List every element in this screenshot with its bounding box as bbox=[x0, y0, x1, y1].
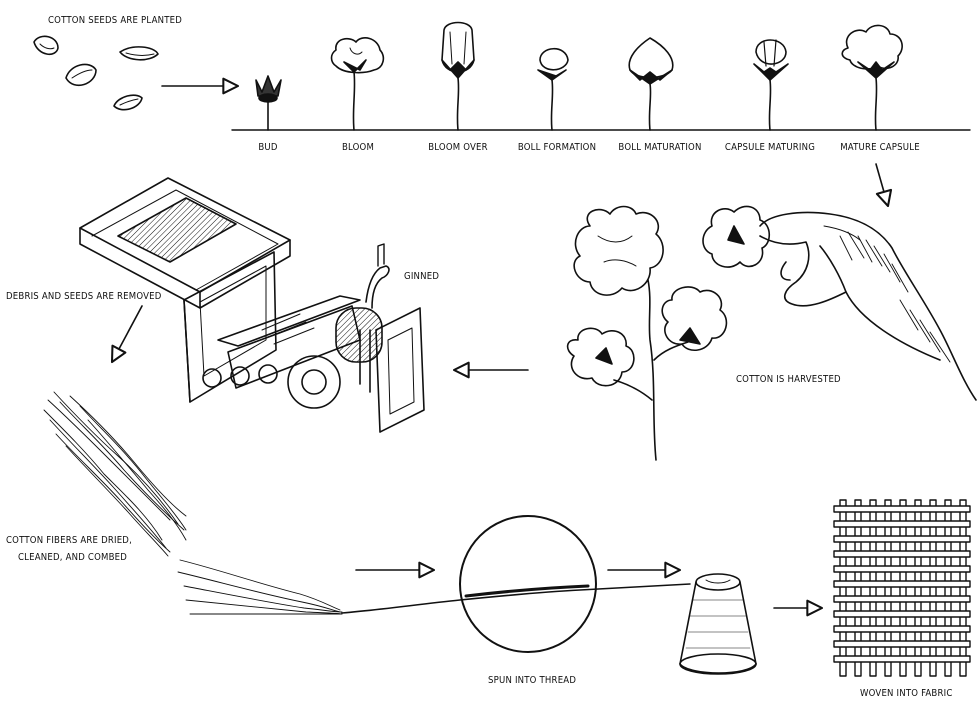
fabric-warp-thread bbox=[959, 499, 967, 677]
fabric-weft-thread bbox=[833, 580, 971, 588]
fabric-warp-thread bbox=[929, 499, 937, 677]
stage-mature-capsule-illustration bbox=[841, 24, 903, 131]
fabric-weft-thread bbox=[833, 535, 971, 543]
harvested-label: COTTON IS HARVESTED bbox=[736, 374, 841, 385]
fabric-weft-thread bbox=[833, 505, 971, 513]
twisted-yarn bbox=[464, 584, 590, 598]
harvested-cotton-plant bbox=[566, 205, 728, 461]
woven-into-fabric-label: WOVEN INTO FABRIC bbox=[860, 688, 953, 699]
stage-bloom-illustration bbox=[330, 37, 385, 131]
stage-label-mature-capsule: MATURE CAPSULE bbox=[840, 142, 920, 153]
stage-label-boll-maturation: BOLL MATURATION bbox=[618, 142, 702, 153]
fabric-warp-thread bbox=[899, 499, 907, 677]
fabric-warp-thread bbox=[869, 499, 877, 677]
fabric-warp-thread bbox=[839, 499, 847, 677]
fibers-label-line-2: CLEANED, AND COMBED bbox=[18, 552, 128, 563]
seeds-planted-label: COTTON SEEDS ARE PLANTED bbox=[48, 15, 183, 26]
fabric-weft-thread bbox=[833, 595, 971, 603]
hand-holding-boll bbox=[702, 205, 977, 401]
stage-label-capsule-maturing: CAPSULE MATURING bbox=[724, 142, 816, 153]
stage-boll-formation-illustration bbox=[537, 47, 569, 131]
debris-removed-label: DEBRIS AND SEEDS ARE REMOVED bbox=[6, 291, 162, 302]
cotton-seeds bbox=[33, 35, 159, 111]
spinning-ring bbox=[459, 515, 597, 653]
fabric-weft-thread bbox=[833, 550, 971, 558]
fibers-label-line-1: COTTON FIBERS ARE DRIED, bbox=[6, 535, 133, 546]
arrow-gin-to-fibers bbox=[110, 305, 143, 364]
woven-fabric bbox=[833, 499, 971, 677]
thread-line bbox=[341, 583, 691, 614]
stage-label-bloom: BLOOM bbox=[341, 142, 375, 153]
spun-into-thread-label: SPUN INTO THREAD bbox=[488, 675, 577, 686]
fibers-processed-label: COTTON FIBERS ARE DRIED, CLEANED, AND CO… bbox=[6, 532, 132, 566]
arrow-to-harvest bbox=[875, 163, 893, 208]
fabric-weft-thread bbox=[833, 610, 971, 618]
stage-boll-maturation-illustration bbox=[628, 37, 674, 131]
stage-label-bud: BUD bbox=[258, 142, 278, 153]
thread-spool bbox=[679, 573, 757, 675]
fabric-weft-thread bbox=[833, 625, 971, 633]
stage-label-boll-formation: BOLL FORMATION bbox=[517, 142, 597, 153]
fabric-weft-thread bbox=[833, 655, 971, 663]
raw-cotton-fibers bbox=[43, 391, 187, 557]
cotton-gin-machine bbox=[79, 177, 425, 433]
fabric-warp-thread bbox=[884, 499, 892, 677]
fabric-warp-thread bbox=[944, 499, 952, 677]
stage-bloom-over-illustration bbox=[441, 21, 475, 131]
fabric-weft-thread bbox=[833, 520, 971, 528]
ginned-label: GINNED bbox=[404, 271, 440, 282]
stage-bud-illustration bbox=[255, 75, 282, 131]
stage-label-bloom-over: BLOOM OVER bbox=[428, 142, 488, 153]
fabric-warp-thread bbox=[854, 499, 862, 677]
fabric-weft-thread bbox=[833, 640, 971, 648]
stage-capsule-maturing-illustration bbox=[753, 39, 789, 131]
combed-fiber-strand bbox=[177, 559, 343, 615]
fabric-weft-thread bbox=[833, 565, 971, 573]
fabric-warp-thread bbox=[914, 499, 922, 677]
